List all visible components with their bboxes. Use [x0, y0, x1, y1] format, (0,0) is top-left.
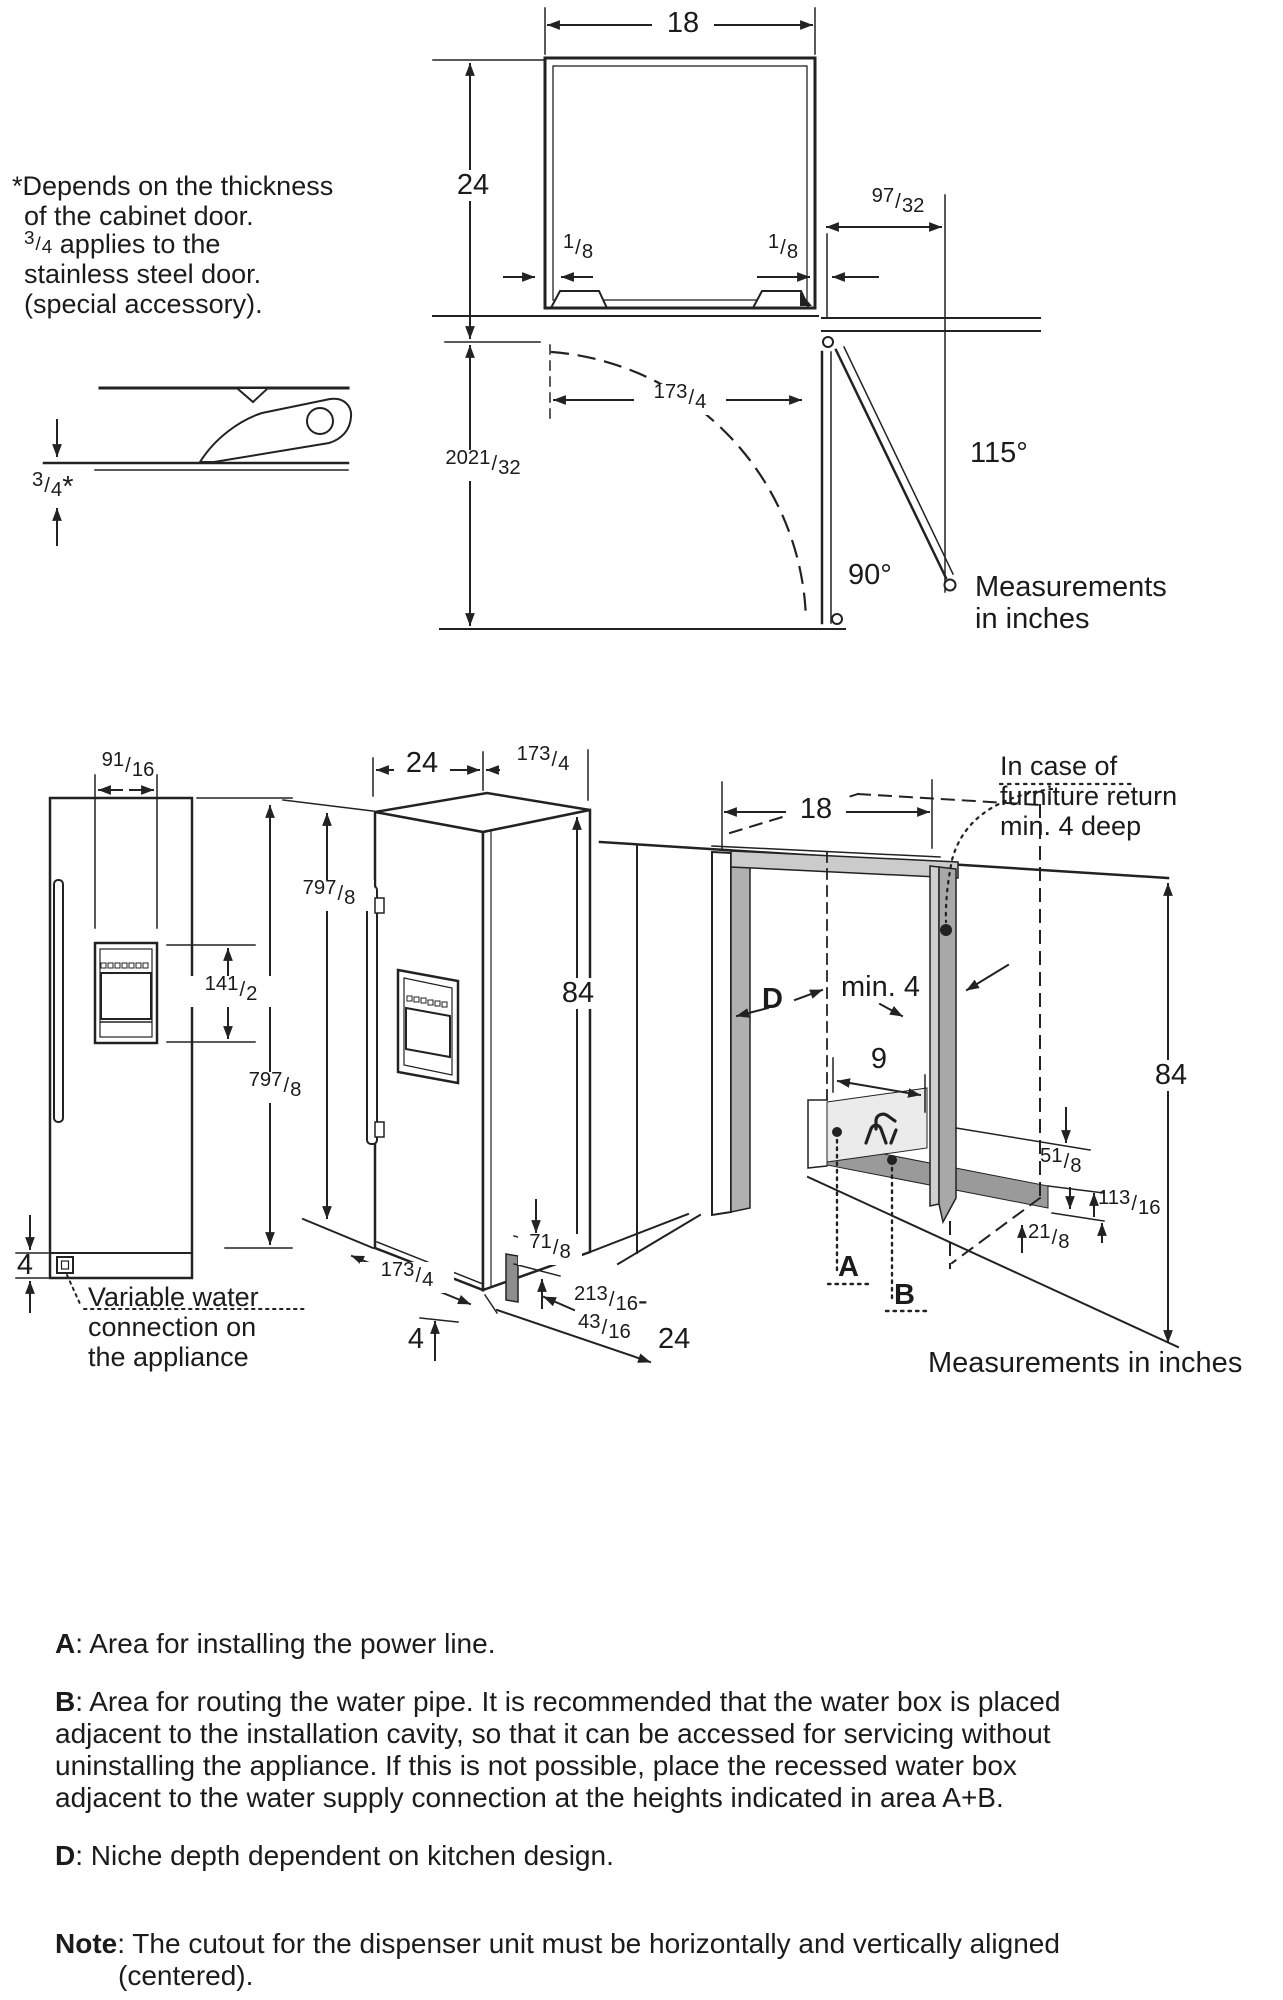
legend-b-term: B	[55, 1686, 76, 1717]
dim-door-clearance: 2021/32	[424, 447, 542, 482]
legend-note: Note: The cutout for the dispenser unit …	[55, 1928, 1060, 1960]
legend-b-line2: adjacent to the installation cavity, so …	[55, 1718, 1051, 1749]
units-note-line: Measurements	[975, 571, 1167, 603]
water-note-line: connection on	[88, 1312, 257, 1342]
dim-door-protrusion: 97/32	[871, 184, 925, 217]
footnote-line: 3/4 applies to the	[24, 227, 221, 259]
legend-b-line4: adjacent to the water supply connection …	[55, 1782, 1004, 1813]
dim-niche-depth: 24	[445, 169, 501, 202]
label-angle-115: 115°	[970, 437, 1028, 469]
legend-a-text: : Area for installing the power line.	[75, 1628, 496, 1659]
label-angle-90: 90°	[848, 559, 892, 591]
dim-niche-width: 18	[652, 7, 714, 40]
dim-width-bottom: 173/4	[360, 1259, 454, 1294]
dim-offset: 21/8	[1028, 1220, 1070, 1253]
label-area-d: D	[762, 983, 783, 1015]
dim-min-depth: min. 4	[838, 971, 923, 1004]
dim-depth-top: 24	[394, 747, 450, 780]
legend-note-text: : The cutout for the dispenser unit must…	[117, 1928, 1060, 1959]
dim-height-right: 84	[548, 977, 608, 1010]
front-view	[15, 774, 308, 1313]
legend-d-text: : Niche depth dependent on kitchen desig…	[75, 1840, 614, 1871]
dim-connection-range: 213/16-	[574, 1282, 648, 1317]
water-note-line: Variable water	[88, 1282, 259, 1312]
legend-b-text: : Area for routing the water pipe. It is…	[75, 1686, 1061, 1717]
footnote-line: of the cabinet door.	[24, 201, 254, 231]
dim-niche-height: 84	[1140, 1059, 1202, 1092]
dim-dispenser-height: 141/2	[190, 973, 272, 1008]
label-area-a: A	[838, 1251, 859, 1283]
footnote-line: stainless steel door.	[24, 259, 262, 289]
dim-door-width: 173/4	[634, 381, 726, 416]
legend-d-term: D	[55, 1840, 76, 1871]
units-note-line: in inches	[975, 603, 1090, 635]
legend-b: B: Area for routing the water pipe. It i…	[55, 1686, 1060, 1718]
dim-connection-height: 71/8	[518, 1231, 582, 1266]
dim-waterbox-width: 9	[870, 1043, 888, 1075]
dim-gap-left: 1/8	[562, 230, 594, 263]
dim-base-height: 4	[16, 1249, 34, 1281]
legend-d: D: Niche depth dependent on kitchen desi…	[55, 1840, 614, 1872]
dim-strip: 113/16	[1098, 1186, 1161, 1219]
water-note-line: the appliance	[88, 1342, 249, 1372]
label-area-b: B	[894, 1279, 915, 1311]
furniture-note-line: furniture return	[1000, 781, 1178, 811]
dim-width-top: 173/4	[500, 743, 586, 778]
furniture-note-line: min. 4 deep	[1000, 811, 1142, 841]
dim-depth-bottom: 24	[658, 1323, 691, 1355]
dim-niche-width-right: 18	[786, 793, 846, 826]
footnote-line: *Depends on the thickness	[12, 171, 334, 201]
niche-view	[598, 779, 1180, 1349]
dim-recess: 51/8	[1040, 1144, 1082, 1177]
legend-a-term: A	[55, 1628, 76, 1659]
dim-gap-right: 1/8	[767, 230, 799, 263]
footnote-line: (special accessory).	[24, 289, 263, 319]
legend-note-term: Note	[55, 1928, 118, 1959]
legend-a: A: Area for installing the power line.	[55, 1628, 495, 1660]
dim-base-offset: 4	[407, 1323, 425, 1355]
legend-b-line3: uninstalling the appliance. If this is n…	[55, 1750, 1017, 1781]
legend-note-line2: (centered).	[118, 1960, 254, 1991]
dim-connection-range: 43/16	[578, 1310, 631, 1343]
dim-height-left: 797/8	[284, 877, 374, 912]
furniture-note-line: In case of	[1000, 751, 1118, 781]
dim-door-thickness: 3/4*	[32, 468, 74, 503]
hinge-detail-drawing	[42, 386, 353, 546]
perspective-view	[282, 749, 690, 1364]
dim-height-lower: 797/8	[232, 1069, 318, 1104]
dim-dispenser-offset: 91/16	[101, 748, 155, 781]
units-note-right: Measurements in inches	[928, 1347, 1243, 1379]
top-plan-view	[432, 7, 1041, 630]
